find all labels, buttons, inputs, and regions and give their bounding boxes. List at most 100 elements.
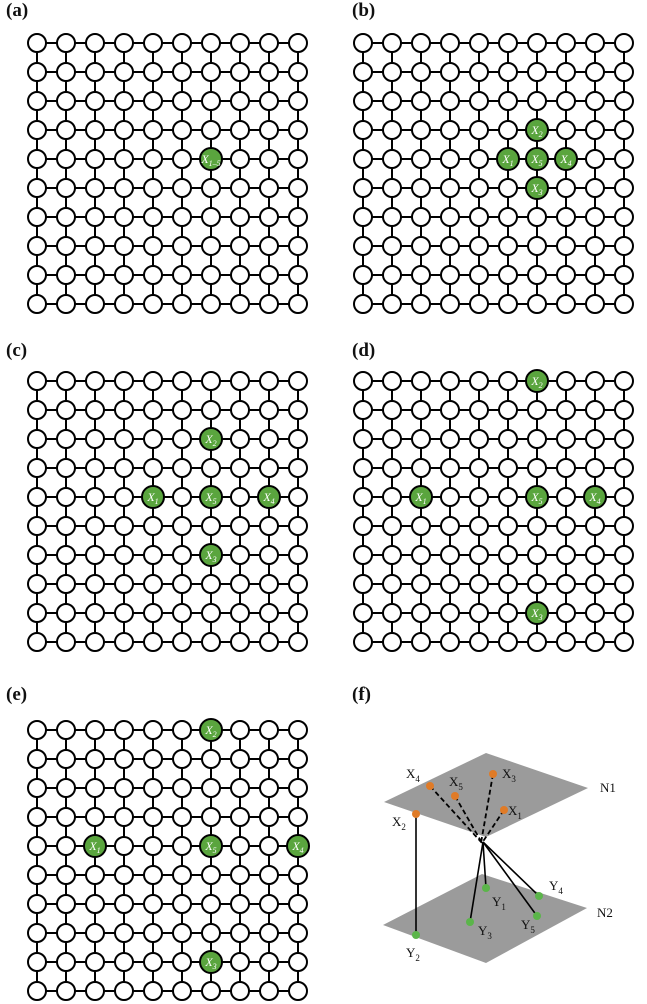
lattice-node [201,400,221,420]
lattice-node [411,265,431,285]
highlighted-node [409,485,433,509]
lattice-node [469,207,489,227]
lattice-node [172,749,192,769]
lattice-node [440,33,460,53]
lattice-node [469,236,489,256]
lattice-node [498,178,518,198]
lattice-node [288,778,308,798]
link-y1 [482,841,487,889]
lattice-node [114,62,134,82]
lattice-node [469,487,489,507]
lattice-node [440,207,460,227]
lattice-node [556,178,576,198]
lattice-node [353,33,373,53]
lattice-node [172,778,192,798]
lattice-node [27,981,47,1001]
lattice-node [143,429,163,449]
lattice-node [411,236,431,256]
lattice-node [143,91,163,111]
lattice-node [288,371,308,391]
lattice-node [614,62,634,82]
lattice-node [288,749,308,769]
lattice-node [85,178,105,198]
lattice-node [614,294,634,314]
layer-plane-n1 [384,753,588,837]
lattice-node [498,62,518,82]
lattice-node [411,516,431,536]
lattice-node [56,236,76,256]
lattice-node [288,952,308,972]
lattice-node [469,91,489,111]
lattice-node [114,91,134,111]
lattice-node [85,865,105,885]
lattice-node [201,33,221,53]
highlighted-node-label: X3 [530,181,542,197]
lattice-node [353,294,373,314]
highlighted-node-label: X5 [204,490,216,506]
lattice-node [172,574,192,594]
highlighted-node [525,485,549,509]
lattice-node [259,807,279,827]
lattice-node [230,836,250,856]
lattice-node [114,178,134,198]
lattice-node [411,149,431,169]
highlighted-node-label: X3 [204,548,216,564]
lattice-node [27,429,47,449]
lattice-node [114,265,134,285]
lattice-node [585,149,605,169]
lattice-node [56,720,76,740]
lattice-node [469,458,489,478]
lattice-node [201,178,221,198]
lattice-node [259,923,279,943]
lattice-node [353,120,373,140]
lattice-node [230,720,250,740]
lattice-node [556,265,576,285]
lattice-node [172,865,192,885]
lattice-node [201,236,221,256]
lattice-node [382,400,402,420]
highlighted-node [141,485,165,509]
lattice-node [27,632,47,652]
lattice-node [469,149,489,169]
lattice-grid-a: X1–5 [27,33,308,314]
lattice-node [56,952,76,972]
lattice-node [411,294,431,314]
lattice-node [259,429,279,449]
lattice-node [585,178,605,198]
lattice-node [201,778,221,798]
lattice-node [85,265,105,285]
lattice-node [556,371,576,391]
lattice-node [230,981,250,1001]
lattice-node [469,371,489,391]
lattice-node [114,487,134,507]
lattice-node [288,400,308,420]
lattice-node [585,371,605,391]
lattice-node [585,574,605,594]
lattice-node [27,923,47,943]
lattice-node [556,33,576,53]
lattice-node [353,487,373,507]
lattice-node [440,603,460,623]
lattice-node [614,429,634,449]
lattice-node [56,149,76,169]
lattice-node [230,545,250,565]
lattice-node [288,981,308,1001]
lattice-node [143,603,163,623]
lattice-node [230,371,250,391]
lattice-node [230,632,250,652]
lattice-node [85,91,105,111]
lattice-node [230,458,250,478]
label-y1: Y1 [492,894,506,912]
lattice-node [259,91,279,111]
lattice-node [56,429,76,449]
lattice-node [201,458,221,478]
lattice-node [382,236,402,256]
lattice-node [27,400,47,420]
lattice-node [382,265,402,285]
lattice-node [353,516,373,536]
highlighted-node [199,834,223,858]
node-y2 [412,931,420,939]
lattice-node [469,574,489,594]
lattice-node [201,91,221,111]
